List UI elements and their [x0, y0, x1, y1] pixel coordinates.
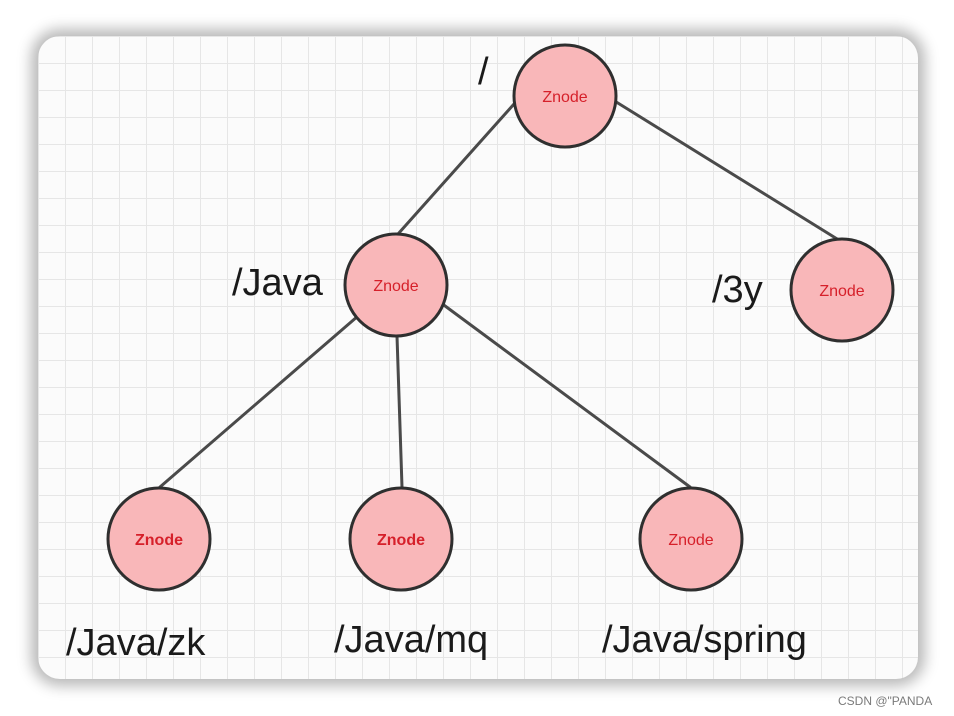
path-label-java-zk: /Java/zk: [66, 622, 206, 664]
node-java-circle: [343, 232, 449, 338]
node-3y: Znode: [789, 237, 895, 343]
node-3y-circle: [789, 237, 895, 343]
node-java-spring-circle: [638, 486, 744, 592]
edge-java-spring: [435, 298, 692, 489]
node-java: Znode: [343, 232, 449, 338]
node-java-zk-label: Znode: [135, 532, 183, 549]
watermark: CSDN @"PANDA: [838, 694, 933, 708]
node-java-mq-circle: [348, 486, 454, 592]
node-java-mq-label: Znode: [377, 532, 425, 549]
path-label-root: /: [478, 51, 489, 93]
node-root: Znode: [512, 43, 618, 149]
path-label-java-mq: /Java/mq: [334, 619, 488, 661]
path-label-3y: /3y: [712, 269, 763, 311]
node-java-mq: Znode: [348, 486, 454, 592]
path-label-java-spring: /Java/spring: [602, 619, 807, 661]
node-root-label: Znode: [542, 89, 587, 106]
node-root-circle: [512, 43, 618, 149]
node-java-zk: Znode: [106, 486, 212, 592]
node-java-zk-circle: [106, 486, 212, 592]
path-label-java: /Java: [232, 262, 324, 304]
node-java-spring: Znode: [638, 486, 744, 592]
edge-java-zk: [158, 314, 360, 489]
edge-root-java: [396, 102, 516, 236]
edge-root-3y: [611, 98, 844, 244]
node-java-spring-label: Znode: [668, 532, 713, 549]
edge-java-mq: [395, 334, 404, 489]
node-3y-label: Znode: [819, 283, 864, 300]
node-java-label: Znode: [373, 278, 418, 295]
